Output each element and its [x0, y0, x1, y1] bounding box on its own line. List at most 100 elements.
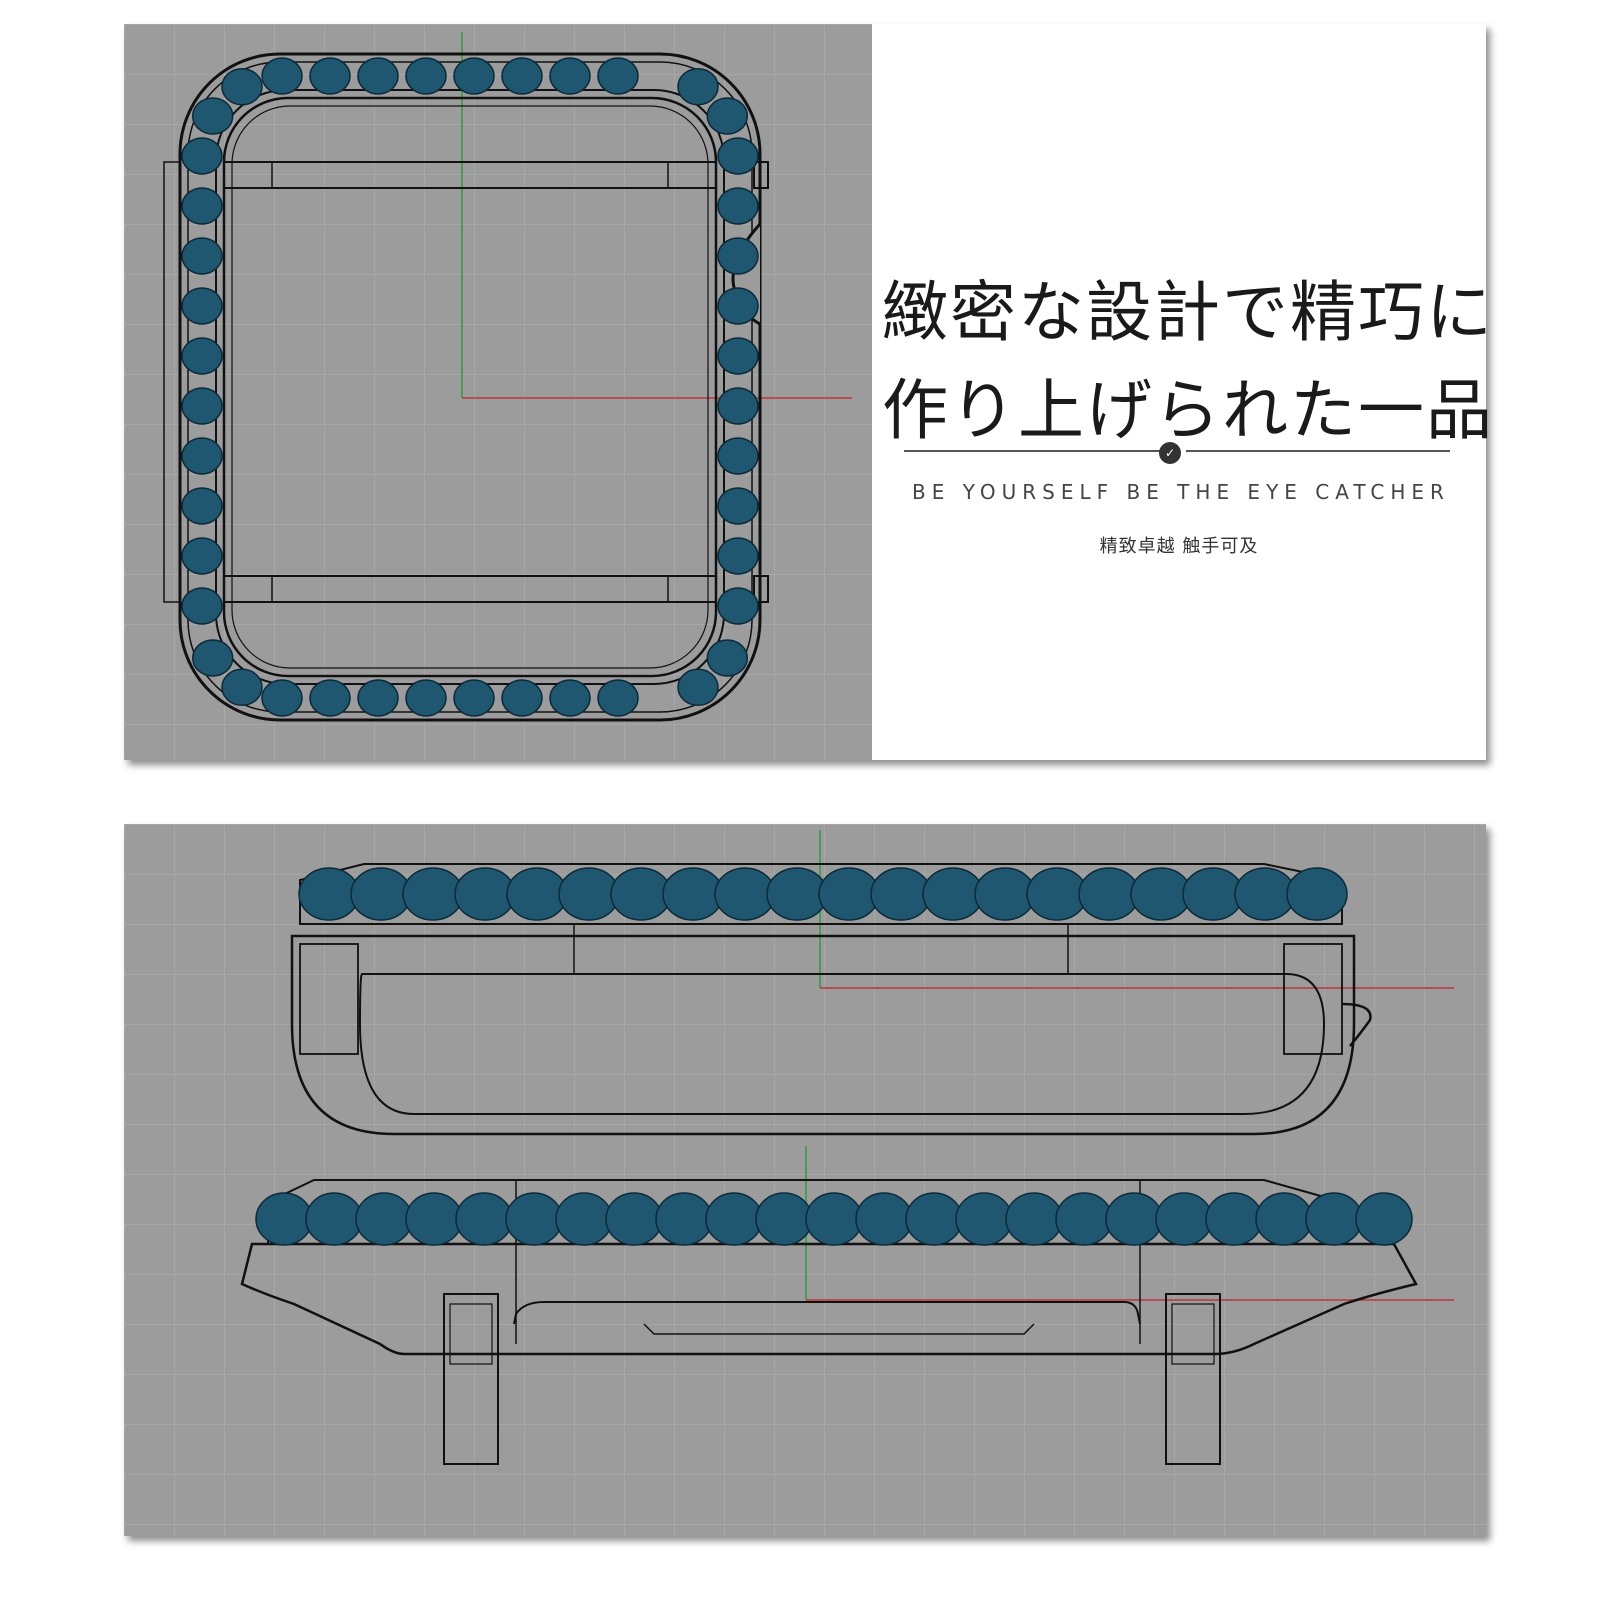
gemstone	[1305, 1192, 1363, 1246]
lower-lug-right	[1165, 1293, 1221, 1465]
gemstone	[181, 287, 223, 325]
gemstone	[855, 1192, 913, 1246]
cad-top-view	[124, 24, 872, 760]
crown	[1341, 1002, 1372, 1047]
gemstone	[453, 679, 495, 717]
gemstone	[1355, 1192, 1413, 1246]
gemstone	[1055, 1192, 1113, 1246]
gemstone	[1205, 1192, 1263, 1246]
gemstone	[501, 679, 543, 717]
gemstone-row-upper	[298, 867, 1348, 921]
divider-right	[1186, 450, 1450, 452]
gemstone	[298, 867, 360, 921]
gemstone	[309, 57, 351, 95]
gemstone	[355, 1192, 413, 1246]
gemstone	[706, 639, 749, 677]
gemstone	[1182, 867, 1244, 921]
gemstone	[181, 437, 223, 475]
subline: 精致卓越 触手可及	[1099, 536, 1259, 557]
gemstone	[181, 487, 223, 525]
gemstone	[181, 237, 223, 275]
gemstone	[655, 1192, 713, 1246]
gemstone	[818, 867, 880, 921]
gemstone	[221, 668, 263, 707]
gemstone	[261, 57, 303, 95]
gemstone	[549, 679, 591, 717]
gemstone	[677, 67, 719, 106]
gemstone-ring	[181, 57, 759, 717]
promo-text-block: 緻密な設計で精巧に 作り上げられた一品 ✓ BE YOURSELF BE THE…	[872, 24, 1494, 760]
gemstone	[181, 187, 223, 225]
gemstone-row-lower	[255, 1192, 1413, 1246]
gemstone	[1286, 867, 1348, 921]
gemstone	[305, 1192, 363, 1246]
gemstone	[402, 867, 464, 921]
gemstone	[181, 387, 223, 425]
gemstone	[405, 57, 447, 95]
gemstone	[181, 137, 223, 175]
left-side-edge	[163, 161, 181, 603]
gemstone	[357, 679, 399, 717]
gemstone	[1255, 1192, 1313, 1246]
gemstone	[454, 867, 516, 921]
gemstone	[191, 97, 234, 135]
band-bar-top	[223, 161, 717, 189]
gemstone	[717, 287, 759, 325]
lower-lug-left	[443, 1293, 499, 1465]
gemstone	[597, 679, 639, 717]
upper-case-top-edge	[299, 863, 1343, 925]
gemstone	[501, 57, 543, 95]
gemstone	[717, 487, 759, 525]
gemstone	[717, 537, 759, 575]
divider-left	[904, 450, 1162, 452]
band-bar-bottom	[223, 575, 717, 603]
watch-case-side-view-drawing	[124, 824, 1486, 1536]
gemstone	[181, 337, 223, 375]
gemstone	[717, 387, 759, 425]
lug-right-bottom	[753, 575, 769, 603]
gemstone	[549, 57, 591, 95]
gemstone	[506, 867, 568, 921]
gemstone	[191, 639, 234, 677]
gemstone	[662, 867, 724, 921]
screen-opening	[222, 96, 718, 678]
gemstone	[597, 57, 639, 95]
gemstone	[805, 1192, 863, 1246]
gemstone	[1005, 1192, 1063, 1246]
gemstone	[755, 1192, 813, 1246]
gemstone	[261, 679, 303, 717]
gemstone	[505, 1192, 563, 1246]
gemstone	[1078, 867, 1140, 921]
lower-case-body	[240, 1242, 1418, 1356]
gemstone	[717, 587, 759, 625]
check-badge-icon: ✓	[1159, 442, 1181, 464]
gemstone	[221, 67, 263, 106]
headline-line-2: 作り上げられた一品	[882, 372, 1494, 449]
gemstone	[610, 867, 672, 921]
gemstone	[558, 867, 620, 921]
gemstone	[357, 57, 399, 95]
gemstone	[717, 137, 759, 175]
gemstone	[405, 1192, 463, 1246]
gemstone	[705, 1192, 763, 1246]
gemstone	[453, 57, 495, 95]
gemstone	[181, 537, 223, 575]
gemstone	[717, 437, 759, 475]
gemstone	[677, 668, 719, 707]
gemstone	[405, 679, 447, 717]
gemstone	[350, 867, 412, 921]
gemstone	[309, 679, 351, 717]
gemstone	[1130, 867, 1192, 921]
gemstone	[717, 187, 759, 225]
gemstone	[181, 587, 223, 625]
gemstone	[955, 1192, 1013, 1246]
top-view-panel: 緻密な設計で精巧に 作り上げられた一品 ✓ BE YOURSELF BE THE…	[124, 24, 1494, 760]
upper-lug-left	[299, 943, 359, 1055]
gemstone	[255, 1192, 313, 1246]
gemstone	[974, 867, 1036, 921]
upper-case-body	[290, 934, 1356, 1136]
upper-lug-right	[1283, 943, 1343, 1055]
gemstone	[1105, 1192, 1163, 1246]
gemstone	[922, 867, 984, 921]
gemstone	[555, 1192, 613, 1246]
